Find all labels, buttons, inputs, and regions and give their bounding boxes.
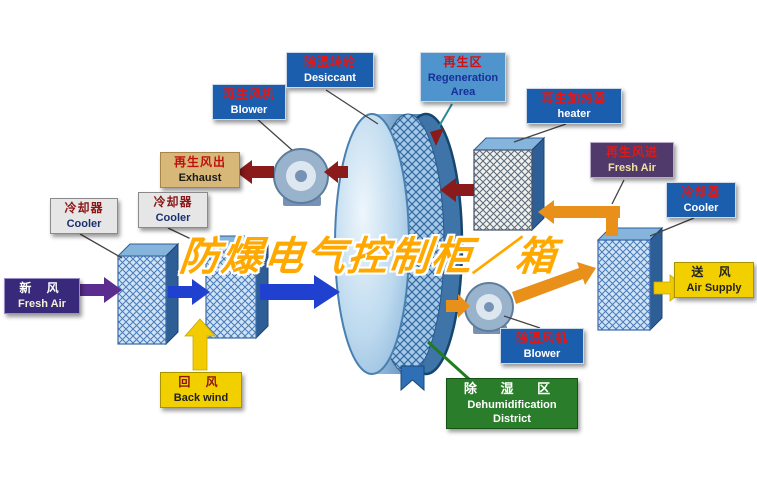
wheel-to-dehum-fan-arrow: [446, 294, 470, 318]
label-regen-area-zh: 再生区: [443, 55, 483, 69]
label-dehum-district-en2: District: [493, 413, 531, 426]
heater-unit: [472, 136, 546, 232]
label-dehum-district: 除 湿 区 Dehumidification District: [446, 378, 578, 430]
cooler-unit-right: [596, 226, 664, 332]
label-air-supply: 送 风 Air Supply: [674, 262, 754, 298]
wheel-ribbon: [400, 365, 425, 392]
label-regen-fresh-air-zh: 再生风进: [605, 145, 658, 159]
label-heater: 再生加热器 heater: [526, 88, 622, 124]
wheel-to-regen-fan-arrow: [324, 161, 348, 183]
watermark-text: 防爆电气控制柜／箱: [177, 235, 560, 279]
label-regen-area-en: Regeneration Area: [427, 71, 499, 98]
label-exhaust-en: Exhaust: [178, 171, 222, 184]
label-back-wind-zh: 回 风: [178, 375, 224, 389]
label-dehum-district-zh: 除 湿 区: [463, 381, 561, 396]
label-desiccant-zh: 除湿转轮: [303, 55, 356, 69]
label-cooler-left-outer-en: Cooler: [66, 217, 102, 230]
label-regen-blower-zh: 再生风机: [222, 87, 275, 101]
regen-inlet-arrow: [538, 200, 620, 224]
dehum-blower-fan: [464, 282, 514, 334]
label-cooler-left-inner: 冷却器 Cooler: [138, 192, 208, 228]
label-regen-area: 再生区 Regeneration Area: [420, 52, 506, 103]
cooler-unit-left-outer: [116, 242, 180, 346]
label-cooler-left-inner-en: Cooler: [155, 211, 191, 224]
regen-area-arrow: [430, 128, 444, 146]
label-cooler-left-outer: 冷却器 Cooler: [50, 198, 118, 234]
fresh-air-arrow: [78, 277, 122, 303]
label-heater-zh: 再生加热器: [541, 91, 607, 105]
label-fresh-air-intake-zh: 新 风: [19, 281, 65, 295]
label-exhaust: 再生风出 Exhaust: [160, 152, 240, 188]
label-cooler-right-en: Cooler: [683, 201, 719, 214]
process-air-arrow-1: [168, 279, 210, 305]
dehum-fan-to-cooler-arrow: [512, 262, 596, 304]
label-back-wind-en: Back wind: [173, 391, 229, 404]
label-desiccant: 除湿转轮 Desiccant: [286, 52, 374, 88]
label-back-wind: 回 风 Back wind: [160, 372, 242, 408]
return-air-arrow: [184, 318, 216, 371]
regen-fan-to-exhaust-arrow: [236, 160, 274, 184]
label-regen-fresh-air-en: Fresh Air: [608, 161, 656, 174]
label-dehum-blower-zh: 除湿风机: [515, 331, 568, 345]
label-fresh-air-intake-en: Fresh Air: [18, 297, 66, 310]
label-regen-blower-en: Blower: [230, 103, 268, 116]
label-desiccant-en: Desiccant: [304, 71, 356, 84]
label-regen-blower: 再生风机 Blower: [212, 84, 286, 120]
label-exhaust-zh: 再生风出: [173, 155, 226, 169]
label-regen-fresh-air: 再生风进 Fresh Air: [590, 142, 674, 178]
label-cooler-left-inner-zh: 冷却器: [153, 195, 193, 209]
label-air-supply-zh: 送 风: [691, 265, 737, 279]
label-dehum-blower: 除湿风机 Blower: [500, 328, 584, 364]
label-fresh-air-intake: 新 风 Fresh Air: [4, 278, 80, 314]
desiccant-wheel: [334, 112, 464, 392]
leader-lines: [79, 89, 695, 382]
label-dehum-blower-en: Blower: [523, 347, 561, 360]
label-cooler-right: 冷却器 Cooler: [666, 182, 736, 218]
label-cooler-right-zh: 冷却器: [681, 185, 721, 199]
heater-to-wheel-arrow: [440, 178, 474, 202]
process-air-arrow-2: [260, 275, 340, 309]
label-cooler-left-outer-zh: 冷却器: [64, 201, 104, 215]
label-heater-en: heater: [557, 107, 591, 120]
label-dehum-district-en1: Dehumidification: [467, 398, 557, 411]
regen-blower-fan: [273, 148, 329, 206]
label-air-supply-en: Air Supply: [686, 281, 742, 294]
